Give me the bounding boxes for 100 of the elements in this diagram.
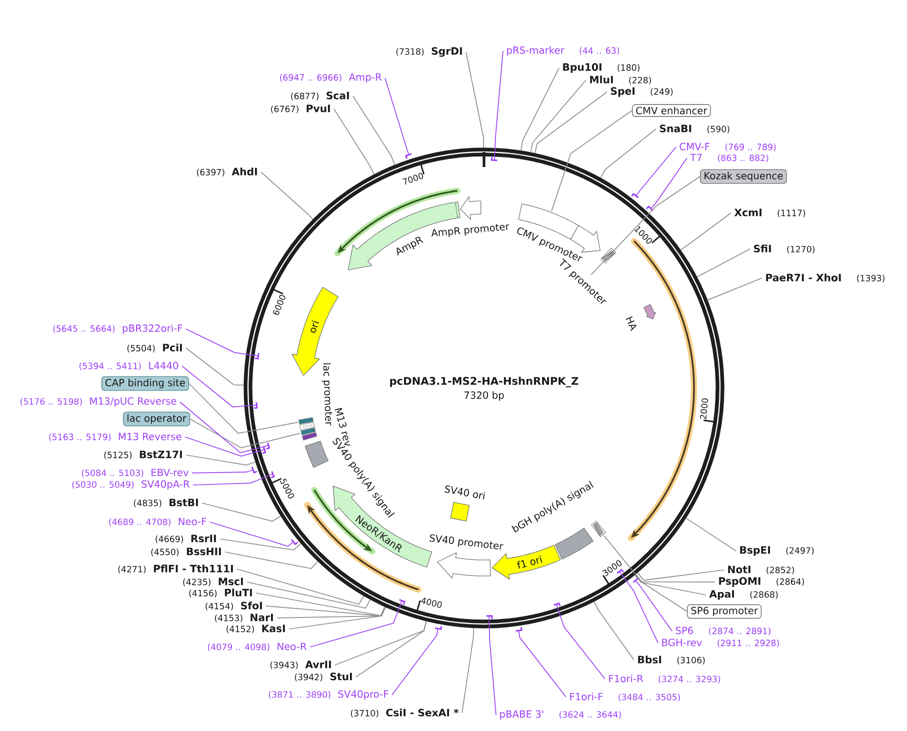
leader-line — [634, 574, 706, 596]
enzyme-site-label: (4669) RsrII — [156, 534, 216, 544]
leader-line — [224, 552, 318, 569]
primer-label: CMV-F (769 .. 789) — [680, 142, 776, 152]
primer-label: (4689 .. 4708) Neo-F — [109, 518, 206, 526]
enzyme-site-label: BbsI (3106) — [638, 656, 705, 664]
leader-line — [182, 366, 257, 408]
leader-line — [180, 402, 269, 454]
primer-label: (3871 .. 3890) SV40pro-F — [268, 690, 388, 700]
leader-line — [648, 176, 700, 214]
leader-line — [276, 606, 386, 618]
leader-line — [334, 108, 375, 175]
primer-label: (5030 .. 5049) SV40pA-R — [72, 480, 190, 490]
feature-bar — [298, 417, 314, 424]
leader-line — [494, 50, 504, 160]
leader-line — [184, 436, 265, 457]
enzyme-site-label: Bpu10I (180) — [563, 63, 640, 73]
leader-line — [260, 172, 314, 220]
leader-line — [462, 628, 474, 714]
enzyme-site-label: (7318) SgrDI — [396, 47, 462, 57]
leader-line — [236, 568, 364, 605]
leader-line — [551, 110, 632, 212]
hatch-marker — [590, 520, 606, 538]
primer-label: (5394 .. 5411) L4440 — [79, 362, 178, 370]
primer-mark — [254, 402, 258, 409]
scale-label: 7000 — [402, 172, 424, 185]
leader-line — [534, 92, 608, 154]
leader-line — [352, 96, 396, 166]
leader-line — [186, 454, 256, 466]
leader-line — [600, 128, 656, 178]
enzyme-site-label: (5504) PciI — [127, 344, 182, 352]
enzyme-site-label: XcmI (1117) — [734, 208, 806, 218]
enzyme-site-label: (5125) BstZ17I — [104, 450, 182, 460]
primer-label: (4079 .. 4098) Neo-R — [208, 642, 306, 652]
primer-mark — [266, 442, 270, 450]
enzyme-site-label: (4153) NarI — [214, 614, 273, 622]
primer-mark — [399, 599, 406, 605]
enzyme-site-label: NotI (2852) — [728, 566, 794, 574]
enzyme-site-label: (3710) CsiI - SexAI * — [350, 708, 459, 718]
leader-line — [556, 604, 606, 680]
leader-line — [680, 212, 732, 250]
scale-label: 5000 — [280, 478, 294, 498]
leader-line — [520, 68, 560, 151]
primer-label: F1ori-R (3274 .. 3293) — [609, 674, 720, 684]
primer-label: SP6 (2874 .. 2891) — [676, 626, 770, 636]
enzyme-site-label: (6767) PvuI — [271, 104, 330, 114]
leader-line — [518, 630, 566, 698]
leader-line — [530, 80, 586, 153]
primer-label: pBABE 3' (3624 .. 3644) — [500, 710, 621, 720]
primer-label: (5163 .. 5179) M13 Reverse — [49, 432, 182, 442]
primer-label: BGH-rev (2911 .. 2928) — [662, 638, 779, 648]
leader-line — [220, 538, 302, 550]
primer-label: T7 (863 .. 882) — [690, 154, 768, 162]
leader-line — [686, 518, 736, 552]
leader-line — [192, 474, 274, 486]
enzyme-site-label: PspOMI (2864) — [719, 577, 804, 587]
leader-line — [637, 570, 724, 581]
primer-label: pRS-marker (44 .. 63) — [507, 46, 619, 56]
primer-mark — [434, 626, 442, 630]
leader-line — [356, 620, 427, 678]
enzyme-site-label: (3943) AvrII — [270, 660, 331, 670]
leader-line — [192, 469, 254, 474]
leader-line — [650, 158, 688, 209]
leader-line — [392, 628, 438, 696]
enzyme-site-label: PaeR7I - XhoI (1393) — [766, 274, 884, 282]
enzyme-site-label: (4156) PluTI — [189, 588, 252, 598]
leader-line — [590, 212, 650, 276]
plasmid-size: 7320 bp — [464, 391, 504, 401]
primer-mark — [270, 471, 275, 478]
primer-mark — [290, 539, 298, 546]
enzyme-site-label: SnaBI (590) — [660, 124, 730, 134]
feature-label: HA — [626, 316, 636, 332]
leader-line — [246, 582, 371, 609]
enzyme-site-label: (6397) AhdI — [197, 168, 257, 176]
leader-line — [619, 571, 658, 644]
enzyme-site-label: (6877) ScaI — [291, 92, 349, 100]
leader-line — [288, 606, 386, 630]
enzyme-site-label: (3942) StuI — [294, 672, 352, 682]
enzyme-site-label: BspEI (2497) — [740, 546, 814, 556]
feature-bar — [300, 427, 316, 436]
primer-label: (5645 .. 5664) pBR322ori-F — [53, 324, 182, 334]
leader-line — [210, 522, 294, 547]
feature-tag: lac operator — [123, 412, 190, 426]
leader-line — [604, 535, 688, 612]
leader-line — [190, 418, 301, 448]
feature-tag: CMV enhancer — [632, 104, 711, 117]
primer-mark — [646, 206, 654, 212]
primer-label: F1ori-F (3484 .. 3505) — [570, 692, 680, 702]
enzyme-site-label: (4835) BstBI — [134, 498, 198, 508]
leader-line — [635, 580, 672, 632]
plasmid-name: pcDNA3.1-MS2-HA-HshnRNPK_Z — [390, 376, 578, 388]
primer-mark — [516, 627, 522, 632]
enzyme-site-label: (4550) BssHII — [151, 548, 221, 556]
enzyme-site-label: MluI (228) — [590, 76, 651, 84]
primer-mark — [262, 446, 266, 454]
enzyme-site-label: SfiI (1270) — [754, 244, 814, 254]
primer-mark — [254, 353, 260, 360]
primer-mark — [631, 192, 639, 198]
primer-mark — [554, 602, 561, 606]
feature-tag: CAP binding site — [101, 376, 189, 391]
